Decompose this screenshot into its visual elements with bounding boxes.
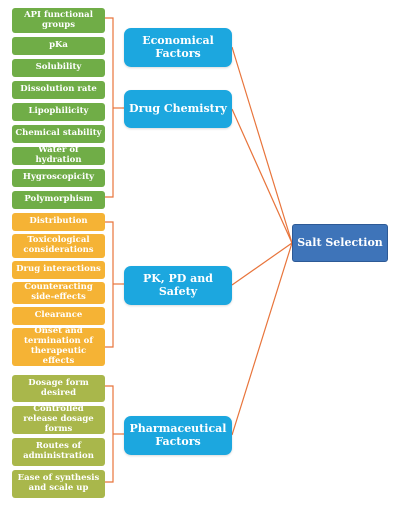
item-label: Polymorphism — [24, 194, 93, 205]
item-controlled-release-dosage-forms: Controlled release dosage forms — [12, 404, 105, 434]
item-pka: pKa — [12, 37, 105, 55]
item-dissolution-rate: Dissolution rate — [12, 81, 105, 99]
salt-selection-node: Salt Selection — [292, 224, 388, 262]
item-polymorphism: Polymorphism — [12, 191, 105, 209]
item-routes-of-administration: Routes of administration — [12, 438, 105, 466]
category-pharmaceutical-factors: Pharmaceutical Factors — [124, 416, 232, 455]
item-label: API functional groups — [24, 9, 93, 30]
category-economical-factors: Economical Factors — [124, 28, 232, 67]
bracket-drug-chemistry — [105, 17, 114, 198]
link-pk-pd-center — [231, 242, 293, 286]
item-label: Chemical stability — [15, 128, 102, 139]
item-label: Lipophilicity — [28, 106, 89, 117]
item-label: Water of hydration — [35, 145, 82, 165]
item-clearance: Clearance — [12, 307, 105, 325]
category-drug-chemistry: Drug Chemistry — [124, 90, 232, 128]
item-hygroscopicity: Hygroscopicity — [12, 169, 105, 187]
item-label: Distribution — [29, 216, 88, 227]
item-label: Solubility — [35, 62, 82, 73]
category-economical-label: Economical Factors — [142, 33, 214, 60]
item-dosage-form-desired: Dosage form desired — [12, 375, 105, 402]
link-economical-center — [231, 46, 293, 244]
item-label: Hygroscopicity — [22, 172, 95, 183]
item-label: pKa — [49, 40, 68, 51]
item-counteracting-side-effects: Counteracting side-effects — [12, 282, 105, 304]
item-label: Routes of administration — [23, 441, 94, 461]
item-onset-and-termination: Onset and termination of therapeutic eff… — [12, 326, 105, 366]
item-ease-of-synthesis-and-scale-up: Ease of synthesis and scale up — [12, 470, 105, 498]
item-lipophilicity: Lipophilicity — [12, 103, 105, 121]
category-pk-pd-safety: PK, PD and Safety — [124, 266, 232, 305]
item-label: Dissolution rate — [20, 84, 97, 95]
link-drug-chemistry-center — [231, 108, 293, 244]
item-chemical-stability: Chemical stability — [12, 125, 105, 143]
item-label: Counteracting side-effects — [24, 282, 93, 302]
item-label: Onset and termination of therapeutic eff… — [23, 326, 93, 366]
item-label: Drug interactions — [16, 264, 101, 275]
item-label: Dosage form desired — [28, 377, 89, 398]
item-api-functional-groups: API functional groups — [12, 8, 105, 33]
bracket-pk-pd — [105, 221, 114, 348]
item-label: Controlled release dosage forms — [23, 404, 94, 434]
item-label: Toxicological considerations — [23, 235, 94, 255]
item-toxicological-considerations: Toxicological considerations — [12, 234, 105, 258]
item-label: Clearance — [34, 310, 83, 321]
item-distribution: Distribution — [12, 213, 105, 231]
item-water-of-hydration: Water of hydration — [12, 145, 105, 165]
category-pk-pd-label: PK, PD and Safety — [143, 271, 213, 298]
item-solubility: Solubility — [12, 59, 105, 77]
category-drug-chemistry-label: Drug Chemistry — [129, 101, 227, 115]
item-drug-interactions: Drug interactions — [12, 261, 105, 279]
bracket-pharmaceutical — [105, 385, 114, 483]
item-label: Ease of synthesis and scale up — [17, 473, 100, 493]
category-pharmaceutical-label: Pharmaceutical Factors — [129, 421, 227, 448]
link-pharmaceutical-center — [231, 242, 293, 436]
salt-selection-label: Salt Selection — [297, 235, 383, 249]
